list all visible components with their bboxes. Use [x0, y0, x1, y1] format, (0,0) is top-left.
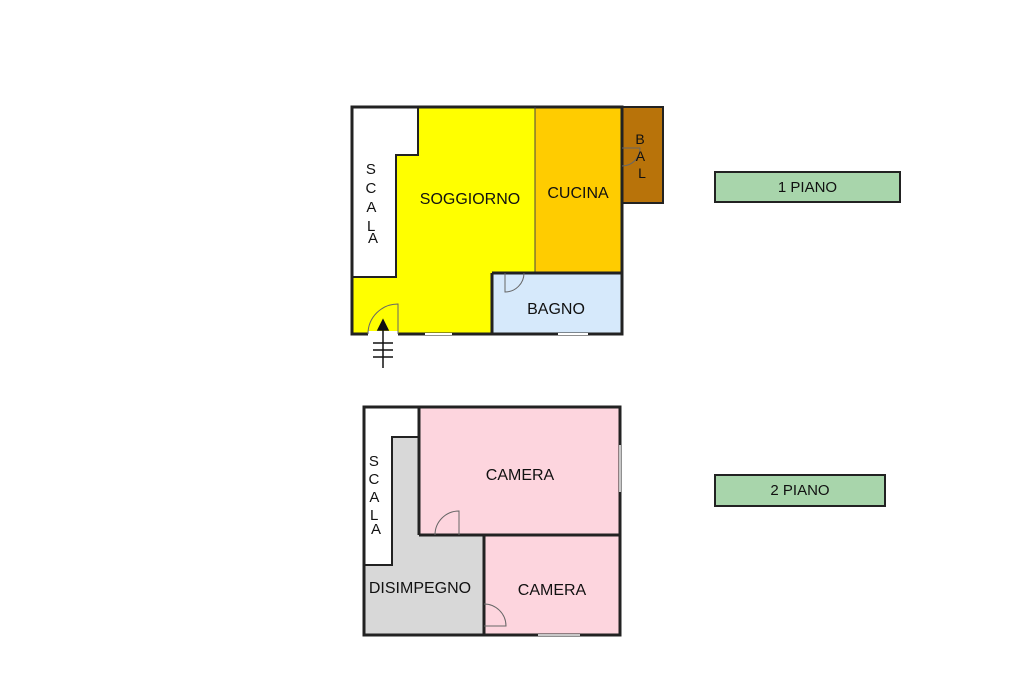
disimpegno-area — [364, 407, 484, 635]
floor-1-tag: 1 PIANO — [714, 171, 901, 203]
door-balcone — [621, 147, 641, 167]
floor-2-plan: S C A L A CAMERA CAMERA DISIMPEGNO — [362, 405, 622, 637]
disimpegno-label: DISIMPEGNO — [369, 580, 471, 597]
camera-top-area — [419, 407, 620, 535]
balcone-area — [621, 106, 664, 204]
door-bagno — [504, 272, 525, 293]
floor-2-tag: 2 PIANO — [714, 474, 886, 507]
floor2-outer-wall — [362, 405, 622, 637]
scala-label-floor2: S C A L A — [368, 453, 383, 538]
cucina-label: CUCINA — [547, 185, 609, 202]
camera-bottom-area — [484, 535, 620, 635]
door-camera-bottom — [483, 603, 507, 627]
camera-bottom-label: CAMERA — [518, 582, 587, 599]
door-camera-top — [434, 510, 460, 536]
camera-top-label: CAMERA — [486, 467, 555, 484]
bal-label: B A L — [635, 131, 648, 181]
floor1-outer-wall — [350, 105, 624, 336]
soggiorno-label: SOGGIORNO — [420, 191, 520, 208]
bagno-area — [492, 273, 622, 334]
door-entrance — [367, 303, 399, 335]
scala-label-floor1: S C A L A — [365, 161, 380, 247]
soggiorno-area — [352, 107, 535, 334]
cucina-area — [535, 107, 622, 273]
bagno-label: BAGNO — [527, 301, 585, 318]
entrance-stairs-icon — [373, 318, 393, 368]
floor-1-plan: S C A L A SOGGIORNO CUCINA BAGNO B A L — [350, 105, 664, 368]
